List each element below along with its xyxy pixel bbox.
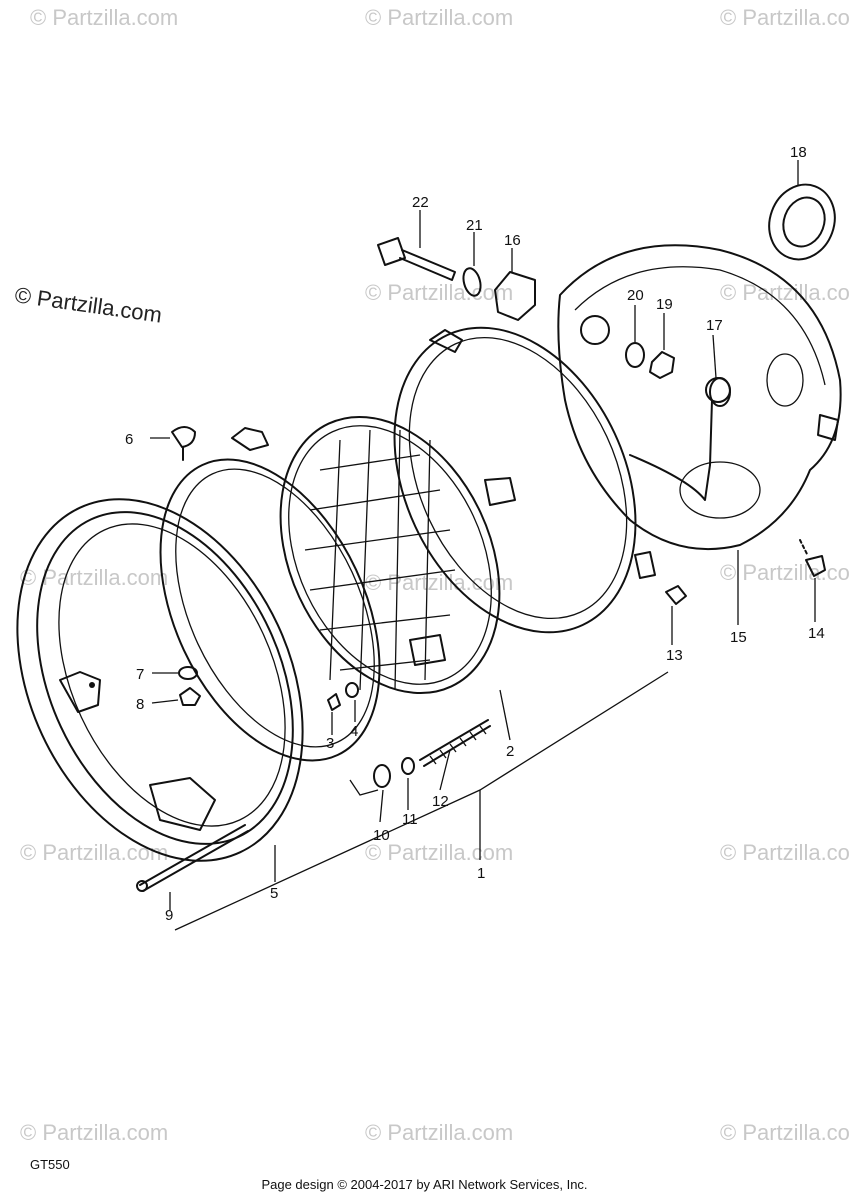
- callout-16: 16: [504, 232, 521, 249]
- watermark: © Partzilla.com: [720, 280, 849, 305]
- watermark: © Partzilla.com: [365, 5, 513, 30]
- watermark: © Partzilla.com: [720, 1120, 849, 1145]
- callout-9: 9: [165, 907, 173, 924]
- callout-12: 12: [432, 793, 449, 810]
- callout-15: 15: [730, 629, 747, 646]
- watermark: © Partzilla.com: [20, 1120, 168, 1145]
- callout-7: 7: [136, 666, 144, 683]
- headlight-rim: [16, 498, 304, 862]
- callout-22: 22: [412, 194, 429, 211]
- model-code: GT550: [30, 1157, 70, 1172]
- watermark: © Partzilla.com: [365, 1120, 513, 1145]
- callout-19: 19: [656, 296, 673, 313]
- watermark: © Partzilla.com: [720, 840, 849, 865]
- callout-17: 17: [706, 317, 723, 334]
- callout-11: 11: [402, 811, 418, 828]
- leader-lines: [150, 160, 816, 931]
- callout-5: 5: [270, 885, 278, 902]
- sealed-beam-unit: [279, 415, 516, 695]
- watermark-main: © Partzilla.com: [13, 282, 163, 327]
- callout-4: 4: [350, 723, 358, 740]
- callout-13: 13: [666, 647, 683, 664]
- callout-20: 20: [627, 287, 644, 304]
- callout-8: 8: [136, 696, 144, 713]
- callout-6: 6: [125, 431, 133, 448]
- watermark: © Partzilla.com: [720, 560, 849, 585]
- callout-10: 10: [373, 827, 390, 844]
- watermark: © Partzilla.com: [365, 570, 513, 595]
- inner-housing-ring: [393, 326, 656, 634]
- small-parts: [136, 183, 836, 892]
- callout-3: 3: [326, 735, 334, 752]
- watermark: © Partzilla.com: [30, 5, 178, 30]
- watermarks: © Partzilla.com © Partzilla.com © Partzi…: [13, 5, 849, 1145]
- callout-18: 18: [790, 144, 807, 161]
- watermark: © Partzilla.com: [720, 5, 849, 30]
- watermark: © Partzilla.com: [365, 280, 513, 305]
- callout-14: 14: [808, 625, 825, 642]
- callout-21: 21: [466, 217, 483, 234]
- callout-numbers: 22 21 16 18 20 19 17 6 7 8 3 4 2 10 11 1…: [125, 144, 825, 924]
- callout-2: 2: [506, 743, 514, 760]
- callout-1: 1: [477, 865, 485, 882]
- mounting-ring: [159, 427, 381, 762]
- watermark: © Partzilla.com: [20, 840, 168, 865]
- footer-copyright: Page design © 2004-2017 by ARI Network S…: [261, 1177, 588, 1192]
- watermark: © Partzilla.com: [365, 840, 513, 865]
